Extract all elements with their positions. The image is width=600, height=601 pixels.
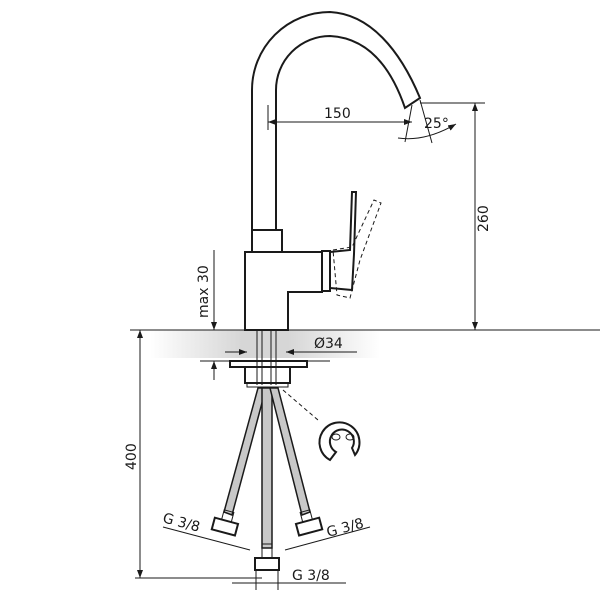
- fitting-center: [254, 543, 280, 571]
- angle-arc: [397, 123, 457, 140]
- faucet-body: [244, 251, 323, 331]
- angle-line: [404, 104, 413, 143]
- thread-right-label: G 3/8: [325, 516, 366, 541]
- collar: [251, 229, 283, 253]
- hose-center: [261, 387, 273, 549]
- handle-open-position: [332, 199, 382, 299]
- thread-center-label: G 3/8: [292, 568, 330, 584]
- length-label: 400: [124, 443, 140, 470]
- fitting-left: [210, 509, 240, 537]
- thread-dim-left: [162, 526, 251, 551]
- hose-right: [269, 387, 311, 516]
- washer: [246, 382, 289, 388]
- cartridge: [321, 250, 331, 292]
- angle-label: 25°: [424, 116, 449, 132]
- detail-leader: [282, 389, 319, 421]
- height-label: 260: [476, 205, 492, 232]
- reach-label: 150: [324, 106, 351, 122]
- clip-hole: [331, 433, 341, 441]
- handle-lever[interactable]: [329, 191, 358, 292]
- fitting-right: [294, 509, 324, 537]
- mounting-nut: [244, 366, 291, 384]
- hose-left: [223, 387, 267, 516]
- thread-dim-right: [284, 526, 371, 551]
- clip-hole: [345, 433, 355, 441]
- retaining-clip-icon: [318, 421, 361, 462]
- countertop-section: [150, 330, 380, 358]
- diameter-label: Ø34: [314, 336, 343, 352]
- spout: [251, 10, 422, 230]
- max30-label: max 30: [196, 265, 212, 318]
